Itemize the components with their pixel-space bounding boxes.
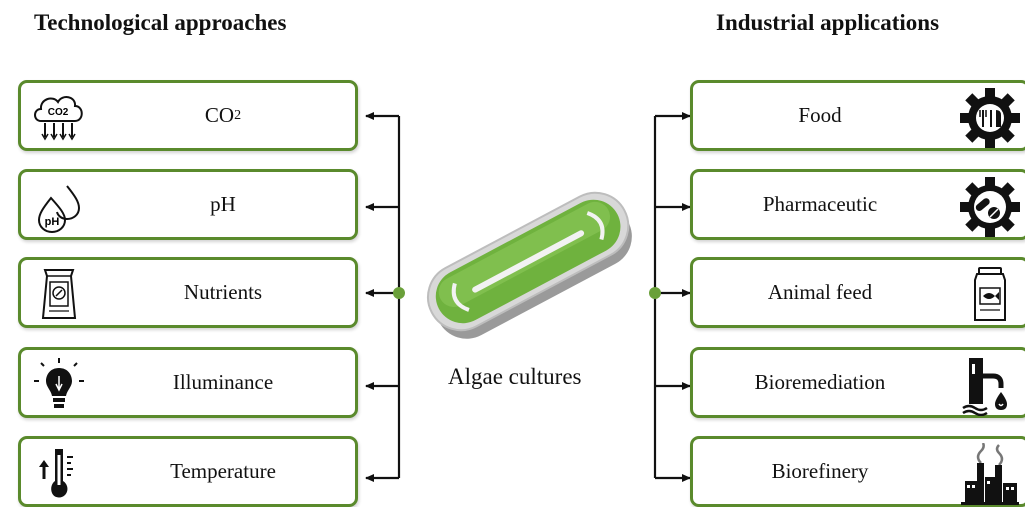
svg-text:pH: pH [45,216,60,228]
temperature-box: Temperature [18,436,358,507]
illuminance-box: Illuminance [18,347,358,418]
thermometer-icon [29,443,89,503]
industrial-applications-heading: Industrial applications [716,10,940,35]
biorefinery-box: Biorefinery [690,436,1025,507]
bioremediation-label: Bioremediation [754,370,886,394]
pills-gear-icon [959,176,1021,238]
algae-raceway-image [427,191,632,339]
food-gear-icon [959,87,1021,149]
feed-jar-icon [959,264,1021,326]
animal-feed-box: Animal feed [690,257,1025,328]
technological-approaches-heading: Technological approaches [34,10,287,35]
svg-text:CO2: CO2 [48,107,69,118]
nutrients-label: Nutrients [183,280,263,304]
nutrients-box: Nutrients [18,257,358,328]
pharmaceutic-label: Pharmaceutic [762,192,878,216]
co2-cloud-icon: CO2 [29,87,89,147]
pharmaceutic-box: Pharmaceutic [690,169,1025,240]
left-node [393,287,405,299]
bioremediation-box: Bioremediation [690,347,1025,418]
illuminance-label: Illuminance [172,370,274,394]
ph-drops-icon: pH [29,176,89,236]
food-label: Food [798,103,842,127]
light-bulb-icon [29,354,89,414]
food-box: Food [690,80,1025,151]
nutrient-bag-icon [29,264,89,324]
refinery-icon [959,443,1021,505]
ph-box: pH pH [18,169,358,240]
right-node [649,287,661,299]
biorefinery-label: Biorefinery [771,459,869,483]
bioremediation-icon [959,354,1021,416]
temperature-label: Temperature [170,459,276,483]
animal-feed-label: Animal feed [767,280,873,304]
ph-label: pH [210,192,236,216]
algae-cultures-label: Algae cultures [448,364,582,389]
